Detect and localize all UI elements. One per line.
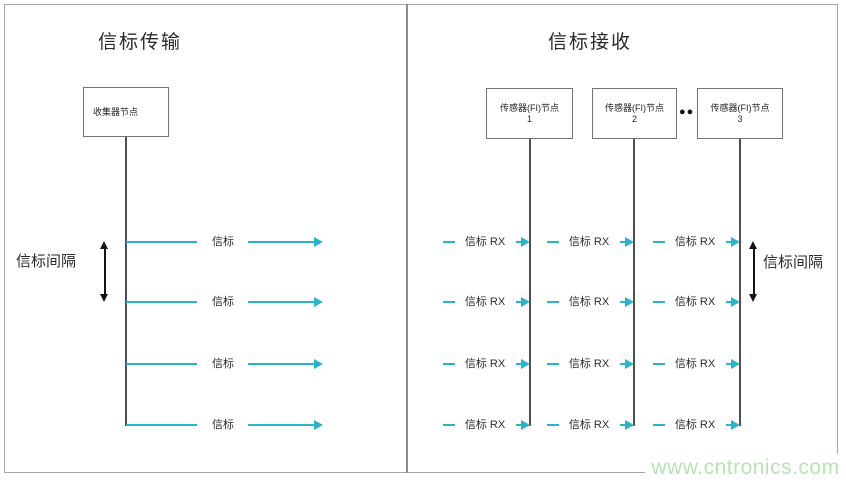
beacon-label: 信标 [212, 236, 234, 248]
rx-arrowhead-icon [521, 297, 530, 307]
rx-arrow-line [516, 424, 523, 426]
rx-label: 信标 RX [464, 236, 506, 248]
collector-timeline [125, 137, 127, 426]
diagram-border [4, 4, 838, 473]
beacon-interval-label-right: 信标间隔 [763, 254, 824, 271]
rx-arrow-line [516, 301, 523, 303]
rx-label: 信标 RX [674, 419, 716, 431]
beacon-line [126, 424, 197, 426]
rx-dash [443, 241, 455, 243]
panel-divider [406, 4, 408, 473]
rx-arrow-line [726, 301, 733, 303]
rx-dash [653, 301, 665, 303]
watermark-text: www.cntronics.com [651, 456, 840, 479]
beacon-line [126, 301, 197, 303]
sensor-node-box-2: 传感器(FI)节点 2 [592, 88, 677, 139]
sensor-node-number: 3 [737, 113, 743, 124]
rx-label: 信标 RX [464, 296, 506, 308]
beacon-arrowhead-icon [314, 359, 323, 369]
rx-label: 信标 RX [464, 358, 506, 370]
rx-arrowhead-icon [731, 359, 740, 369]
interval-arrow-up-right [749, 241, 757, 249]
rx-label: 信标 RX [568, 358, 610, 370]
rx-dash [547, 363, 559, 365]
rx-dash [547, 241, 559, 243]
sensor2-timeline [633, 139, 635, 426]
rx-arrow-line [620, 424, 627, 426]
interval-arrow-down-left [100, 294, 108, 302]
rx-label: 信标 RX [674, 358, 716, 370]
interval-arrow-line-left [104, 248, 106, 297]
rx-label: 信标 RX [674, 296, 716, 308]
beacon-arrowhead-icon [314, 297, 323, 307]
rx-arrow-line [516, 241, 523, 243]
rx-label: 信标 RX [568, 296, 610, 308]
rx-label: 信标 RX [568, 236, 610, 248]
ellipsis-dots: ●● [679, 106, 695, 118]
beacon-interval-label-left: 信标间隔 [16, 253, 77, 270]
beacon-arrow-line [248, 301, 315, 303]
beacon-line [126, 241, 197, 243]
rx-arrow-line [726, 363, 733, 365]
rx-dash [653, 241, 665, 243]
rx-arrowhead-icon [625, 359, 634, 369]
collector-node-box: 收集器节点 [83, 87, 169, 137]
beacon-arrow-line [248, 363, 315, 365]
rx-label: 信标 RX [464, 419, 506, 431]
beacon-label: 信标 [212, 296, 234, 308]
sensor-node-label: 传感器(FI)节点 3 [711, 103, 770, 125]
rx-arrow-line [516, 363, 523, 365]
collector-node-label: 收集器节点 [93, 106, 139, 117]
rx-arrowhead-icon [521, 420, 530, 430]
rx-dash [653, 424, 665, 426]
rx-arrowhead-icon [731, 297, 740, 307]
beacon-label: 信标 [212, 358, 234, 370]
rx-dash [443, 301, 455, 303]
sensor-node-number: 1 [526, 113, 532, 124]
beacon-line [126, 363, 197, 365]
sensor-node-label: 传感器(FI)节点 2 [605, 103, 664, 125]
rx-arrow-line [620, 363, 627, 365]
beacon-arrow-line [248, 241, 315, 243]
rx-arrowhead-icon [521, 237, 530, 247]
sensor-node-label: 传感器(FI)节点 1 [500, 103, 559, 125]
beacon-arrow-line [248, 424, 315, 426]
rx-dash [547, 301, 559, 303]
sensor-node-name: 传感器(FI)节点 [605, 102, 664, 113]
rx-arrowhead-icon [731, 237, 740, 247]
sensor3-timeline [739, 139, 741, 426]
sensor-node-box-3: 传感器(FI)节点 3 [697, 88, 783, 139]
sensor-node-number: 2 [631, 113, 637, 124]
sensor-node-name: 传感器(FI)节点 [710, 102, 770, 113]
rx-arrowhead-icon [625, 237, 634, 247]
interval-arrow-line-right [753, 248, 755, 297]
watermark: www.cntronics.com [645, 454, 846, 482]
rx-arrowhead-icon [625, 420, 634, 430]
interval-arrow-up-left [100, 241, 108, 249]
rx-arrow-line [620, 301, 627, 303]
rx-dash [443, 424, 455, 426]
right-panel-title: 信标接收 [547, 32, 632, 53]
rx-arrowhead-icon [731, 420, 740, 430]
beacon-arrowhead-icon [314, 420, 323, 430]
rx-dash [443, 363, 455, 365]
beacon-label: 信标 [212, 419, 234, 431]
sensor1-timeline [529, 139, 531, 426]
sensor-node-box-1: 传感器(FI)节点 1 [486, 88, 573, 139]
rx-label: 信标 RX [568, 419, 610, 431]
rx-arrow-line [620, 241, 627, 243]
rx-dash [547, 424, 559, 426]
rx-dash [653, 363, 665, 365]
rx-arrow-line [726, 424, 733, 426]
interval-arrow-down-right [749, 294, 757, 302]
rx-label: 信标 RX [674, 236, 716, 248]
rx-arrowhead-icon [625, 297, 634, 307]
left-panel-title: 信标传输 [97, 32, 182, 53]
beacon-arrowhead-icon [314, 237, 323, 247]
rx-arrowhead-icon [521, 359, 530, 369]
rx-arrow-line [726, 241, 733, 243]
sensor-node-name: 传感器(FI)节点 [500, 102, 559, 113]
